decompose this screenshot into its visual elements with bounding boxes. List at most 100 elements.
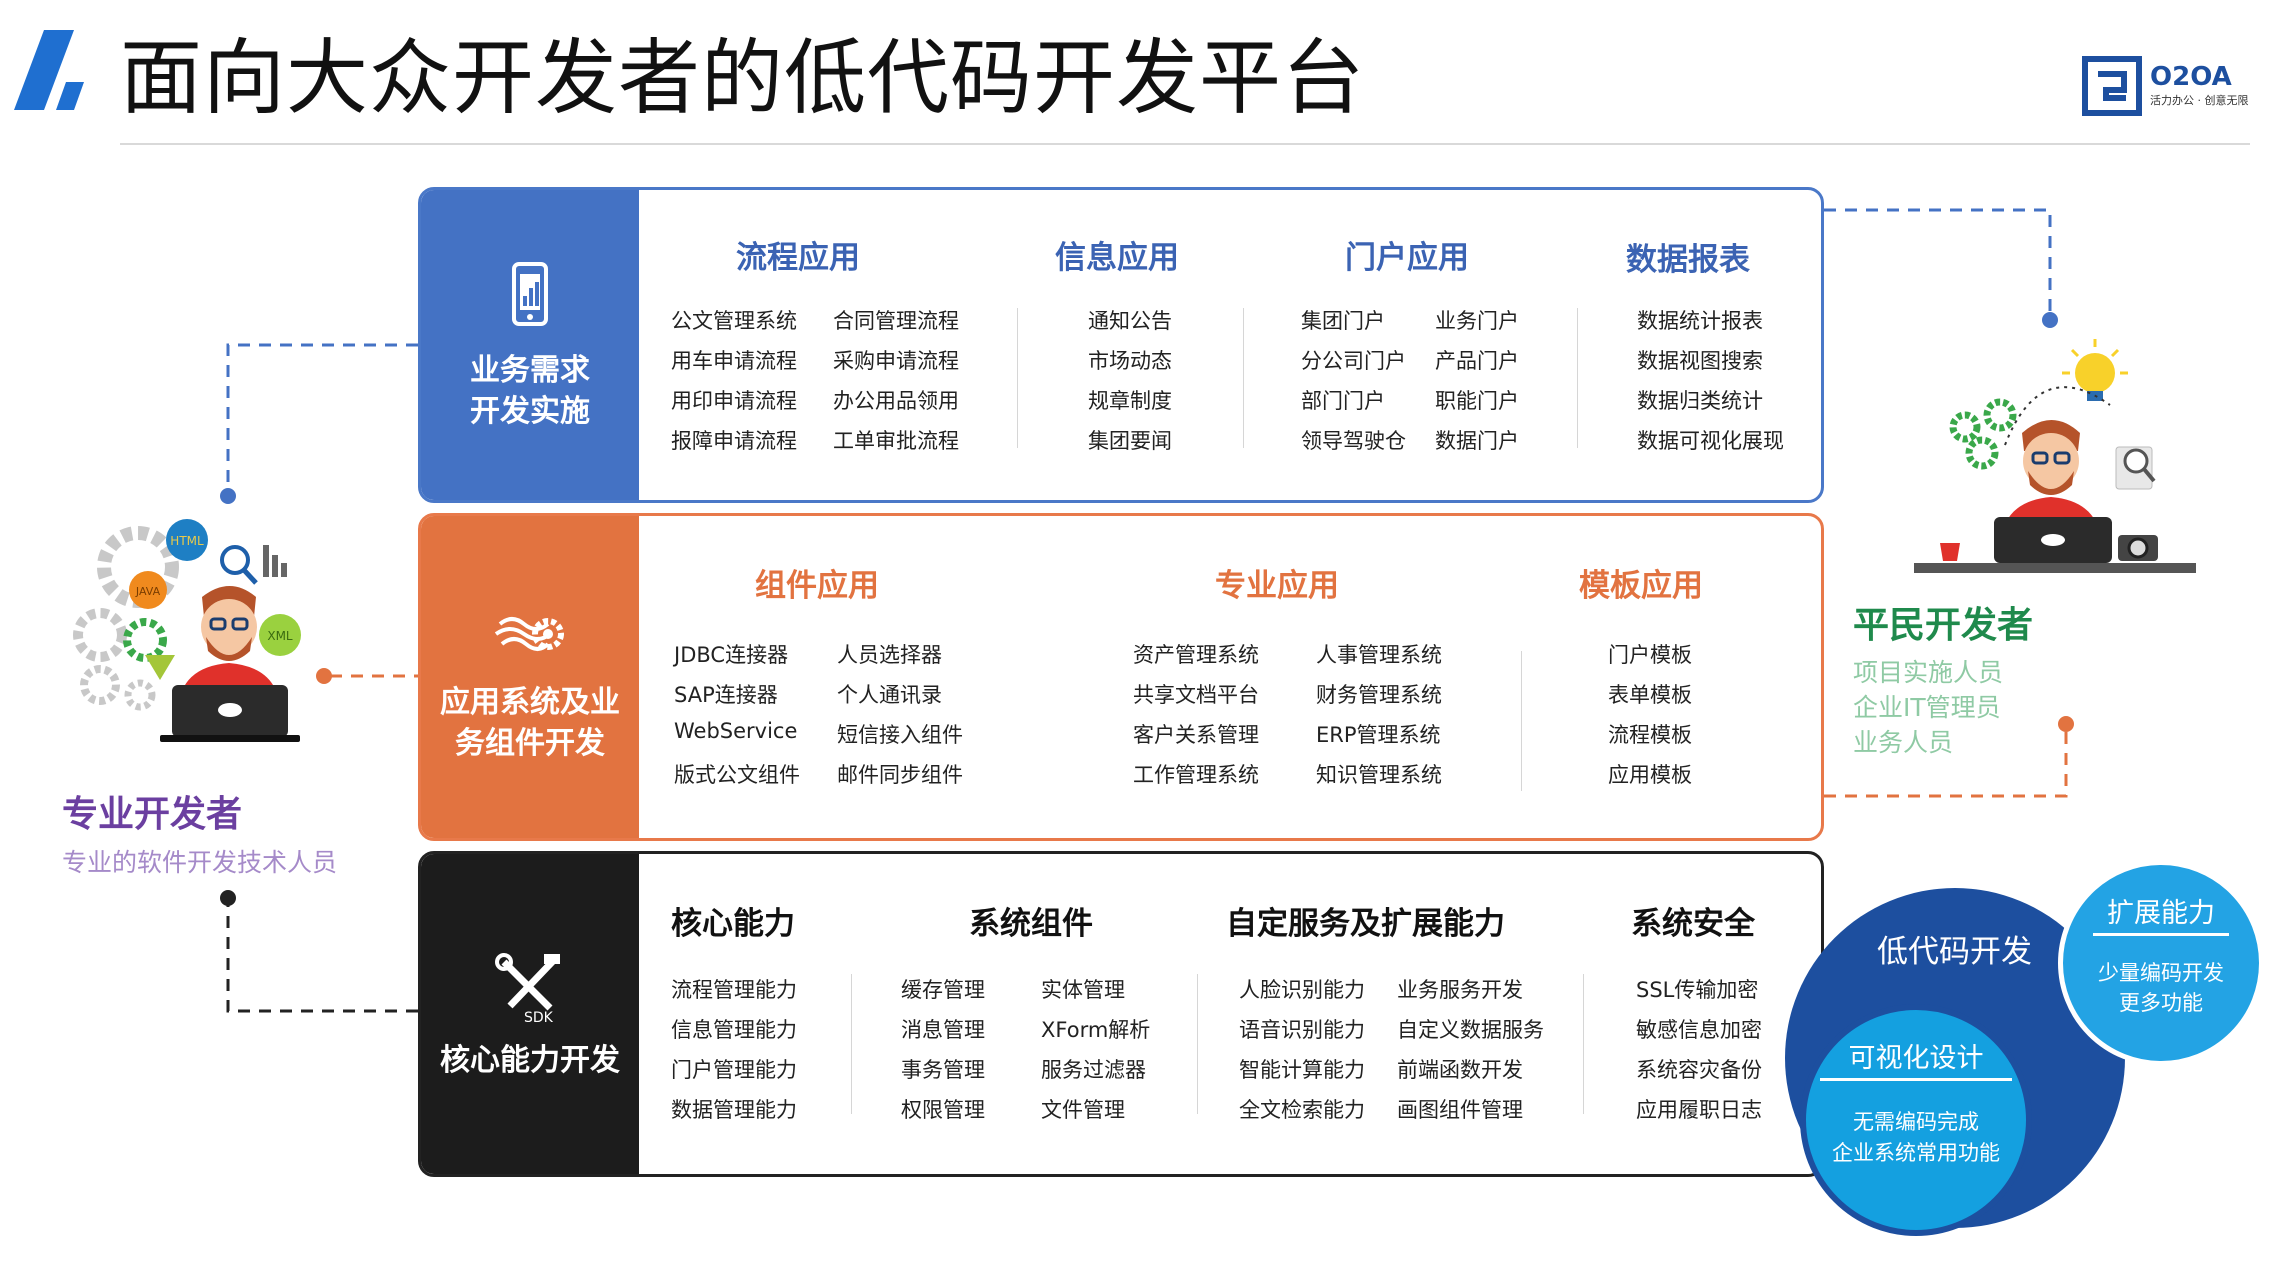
- list-item: 全文检索能力: [1239, 1098, 1365, 1122]
- column-title-components: 组件应用: [755, 568, 879, 604]
- citizen-role-1: 项目实施人员: [1853, 658, 2004, 687]
- list-item: 画图组件管理: [1397, 1098, 1523, 1122]
- list-item: 办公用品领用: [833, 389, 959, 413]
- list-item: 数据视图搜索: [1637, 349, 1763, 373]
- list-item: 工单审批流程: [833, 429, 959, 453]
- list-item: 规章制度: [1088, 389, 1172, 413]
- citizen-role-3: 业务人员: [1853, 728, 1954, 757]
- column-divider: [1197, 974, 1198, 1114]
- list-item: 表单模板: [1608, 683, 1692, 707]
- application-panel-label: 应用系统及业 务组件开发: [440, 685, 620, 761]
- list-item: 消息管理: [901, 1018, 985, 1042]
- column-divider: [1521, 651, 1522, 791]
- extension-circle: 扩展能力 少量编码开发 更多功能: [2058, 860, 2264, 1066]
- column-divider: [1243, 308, 1244, 448]
- list-item: 前端函数开发: [1397, 1058, 1523, 1082]
- extension-desc-2: 更多功能: [2119, 991, 2203, 1015]
- list-item: 共享文档平台: [1133, 683, 1259, 707]
- citizen-role-2: 企业IT管理员: [1853, 693, 2001, 722]
- list-item: 个人通讯录: [837, 683, 942, 707]
- visual-design-desc-2: 企业系统常用功能: [1832, 1141, 2000, 1165]
- column-title-core: 核心能力: [671, 906, 795, 942]
- brand-tagline: 活力办公 · 创意无限: [2150, 94, 2249, 107]
- column-divider: [1577, 308, 1578, 448]
- list-item: 权限管理: [901, 1098, 985, 1122]
- list-item: JDBC连接器: [674, 643, 789, 667]
- column-title-professional: 专业应用: [1215, 568, 1339, 604]
- list-item: 服务过滤器: [1041, 1058, 1146, 1082]
- visual-design-title: 可视化设计: [1848, 1043, 1984, 1074]
- list-item: WebService: [674, 719, 798, 743]
- list-item: 用车申请流程: [671, 349, 797, 373]
- list-item: ERP管理系统: [1316, 723, 1441, 747]
- list-item: 系统容灾备份: [1636, 1058, 1762, 1082]
- list-item: 通知公告: [1088, 309, 1172, 333]
- column-divider: [1017, 308, 1018, 448]
- column-divider: [851, 974, 852, 1114]
- extension-divider: [2093, 933, 2229, 936]
- list-item: 工作管理系统: [1133, 763, 1259, 787]
- mobile-chart-icon: [512, 262, 548, 326]
- column-title-templates: 模板应用: [1579, 568, 1703, 604]
- xml-badge: XML: [267, 629, 293, 643]
- java-badge: JAVA: [135, 585, 161, 598]
- list-item: SSL传输加密: [1636, 978, 1759, 1002]
- list-item: 数据门户: [1435, 429, 1519, 453]
- list-item: 业务门户: [1435, 309, 1519, 333]
- visual-design-circle: 可视化设计 无需编码完成 企业系统常用功能: [1800, 1004, 2032, 1236]
- application-panel: 应用系统及业 务组件开发 组件应用 JDBC连接器 人员选择器 SAP连接器 个…: [418, 513, 1824, 841]
- business-panel-header: 业务需求 开发实施: [421, 190, 639, 500]
- professional-developer-illustration: HTML JAVA XML: [73, 519, 301, 742]
- list-item: 智能计算能力: [1239, 1058, 1365, 1082]
- column-title-system-components: 系统组件: [969, 906, 1093, 942]
- o2oa-logo-icon: [2082, 56, 2142, 116]
- professional-developer-title: 专业开发者: [62, 794, 243, 835]
- list-item: 合同管理流程: [833, 309, 959, 333]
- sdk-tools-icon: SDK: [495, 952, 560, 1026]
- title-divider: [120, 143, 2250, 145]
- column-divider: [1583, 974, 1584, 1114]
- application-panel-header: 应用系统及业 务组件开发: [421, 516, 639, 838]
- list-item: 实体管理: [1041, 978, 1125, 1002]
- citizen-developer-illustration: [1914, 339, 2196, 573]
- list-item: 财务管理系统: [1316, 683, 1442, 707]
- list-item: 领导驾驶仓: [1301, 429, 1406, 453]
- core-panel: SDK 核心能力开发 核心能力 流程管理能力 信息管理能力 门户管理能力 数据管…: [418, 851, 1824, 1177]
- list-item: 人事管理系统: [1316, 643, 1442, 667]
- list-item: 自定义数据服务: [1397, 1018, 1544, 1042]
- brand-slash-icon: [14, 30, 84, 110]
- list-item: 流程模板: [1608, 723, 1692, 747]
- list-item: 数据统计报表: [1637, 309, 1763, 333]
- list-item: 数据可视化展现: [1637, 429, 1784, 453]
- list-item: 数据管理能力: [671, 1098, 797, 1122]
- list-item: 部门门户: [1301, 389, 1385, 413]
- list-item: 数据归类统计: [1637, 389, 1763, 413]
- list-item: 职能门户: [1435, 389, 1519, 413]
- list-item: 采购申请流程: [833, 349, 959, 373]
- list-item: 用印申请流程: [671, 389, 797, 413]
- business-panel-label: 业务需求 开发实施: [470, 353, 590, 429]
- visual-design-desc-1: 无需编码完成: [1853, 1110, 1979, 1134]
- list-item: 信息管理能力: [671, 1018, 797, 1042]
- list-item: 报障申请流程: [671, 429, 797, 453]
- list-item: 流程管理能力: [671, 978, 797, 1002]
- visual-design-divider: [1820, 1078, 2012, 1081]
- list-item: 知识管理系统: [1316, 763, 1442, 787]
- professional-developer-subtitle: 专业的软件开发技术人员: [62, 848, 338, 877]
- list-item: 市场动态: [1088, 349, 1172, 373]
- list-item: XForm解析: [1041, 1018, 1151, 1042]
- core-panel-label: 核心能力开发: [440, 1042, 620, 1078]
- column-title-process: 流程应用: [736, 240, 860, 276]
- list-item: 集团要闻: [1088, 429, 1172, 453]
- list-item: 文件管理: [1041, 1098, 1125, 1122]
- list-item: 客户关系管理: [1133, 723, 1259, 747]
- list-item: 集团门户: [1301, 309, 1385, 333]
- cloud-gear-icon: [494, 617, 564, 651]
- core-panel-header: SDK 核心能力开发: [421, 854, 639, 1174]
- extension-desc-1: 少量编码开发: [2098, 961, 2224, 985]
- column-title-extension: 自定服务及扩展能力: [1226, 906, 1505, 942]
- column-title-reports: 数据报表: [1626, 242, 1750, 278]
- list-item: 短信接入组件: [837, 723, 963, 747]
- column-title-portal: 门户应用: [1345, 240, 1469, 276]
- page-title: 面向大众开发者的低代码开发平台: [120, 31, 1366, 126]
